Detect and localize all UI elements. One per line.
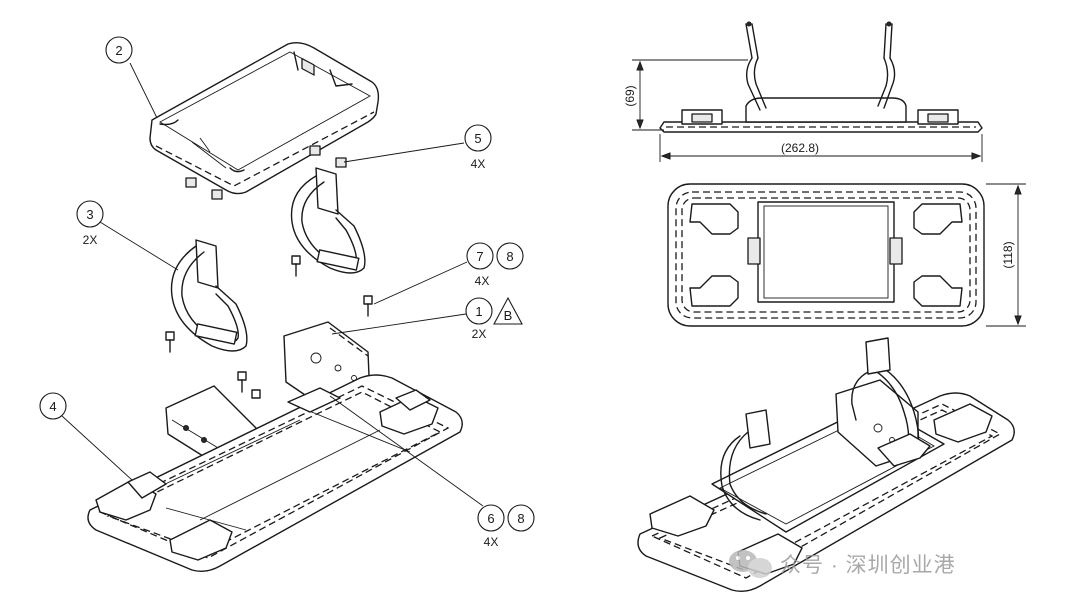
callouts: 2 5 4X 3 2X 7 8 4X 1: [39, 36, 535, 549]
callout-6-number: 6: [487, 511, 494, 526]
callout-1-revision: B: [504, 308, 513, 323]
callout-5: 5 4X: [343, 124, 492, 171]
dimension-depth-value: (118): [1001, 241, 1015, 268]
dimension-height-value: (69): [623, 85, 637, 106]
callout-3: 3 2X: [76, 200, 179, 271]
dimension-depth: (118): [986, 183, 1026, 327]
callout-1-qty: 2X: [472, 327, 487, 341]
callout-6-qty: 4X: [484, 535, 499, 549]
nut-part-5: [185, 145, 347, 200]
callout-2-number: 2: [115, 43, 122, 58]
dimension-width: (262.8): [659, 134, 983, 162]
callout-5-qty: 4X: [471, 157, 486, 171]
callout-7-number: 7: [476, 249, 483, 264]
watermark-text: 众号 · 深圳创业港: [780, 554, 956, 577]
dimension-height: (69): [623, 59, 748, 131]
callout-6-8: 6 8 4X: [329, 395, 535, 549]
tray-part-2: [149, 41, 380, 195]
screws: [165, 255, 373, 399]
top-view-clips: [689, 203, 963, 307]
watermark: 众号 · 深圳创业港: [729, 550, 956, 578]
callout-4: 4: [39, 392, 133, 481]
top-view: (118): [667, 183, 1026, 327]
callout-7-8: 7 8 4X: [373, 242, 524, 305]
callout-4-number: 4: [49, 399, 56, 414]
revision-triangle: [493, 296, 523, 325]
callout-2: 2: [105, 36, 158, 119]
dimension-width-value: (262.8): [781, 141, 819, 155]
clips-part-4: [95, 387, 439, 561]
callout-1: 1 B 2X: [331, 296, 523, 341]
handle-part-3-right: [290, 167, 366, 274]
front-view: (69) (262.8): [623, 21, 983, 162]
callout-8-number: 8: [506, 249, 513, 264]
wechat-icon: [729, 550, 772, 578]
callout-3-qty: 2X: [83, 233, 98, 247]
exploded-view: [87, 41, 463, 573]
callout-6-8-number: 8: [517, 511, 524, 526]
callout-7-qty: 4X: [475, 274, 490, 288]
callout-5-number: 5: [474, 131, 481, 146]
isometric-assembly: [637, 337, 1015, 593]
callout-1-number: 1: [475, 304, 482, 319]
handle-part-3-left: [170, 239, 248, 352]
callout-3-number: 3: [86, 207, 93, 222]
